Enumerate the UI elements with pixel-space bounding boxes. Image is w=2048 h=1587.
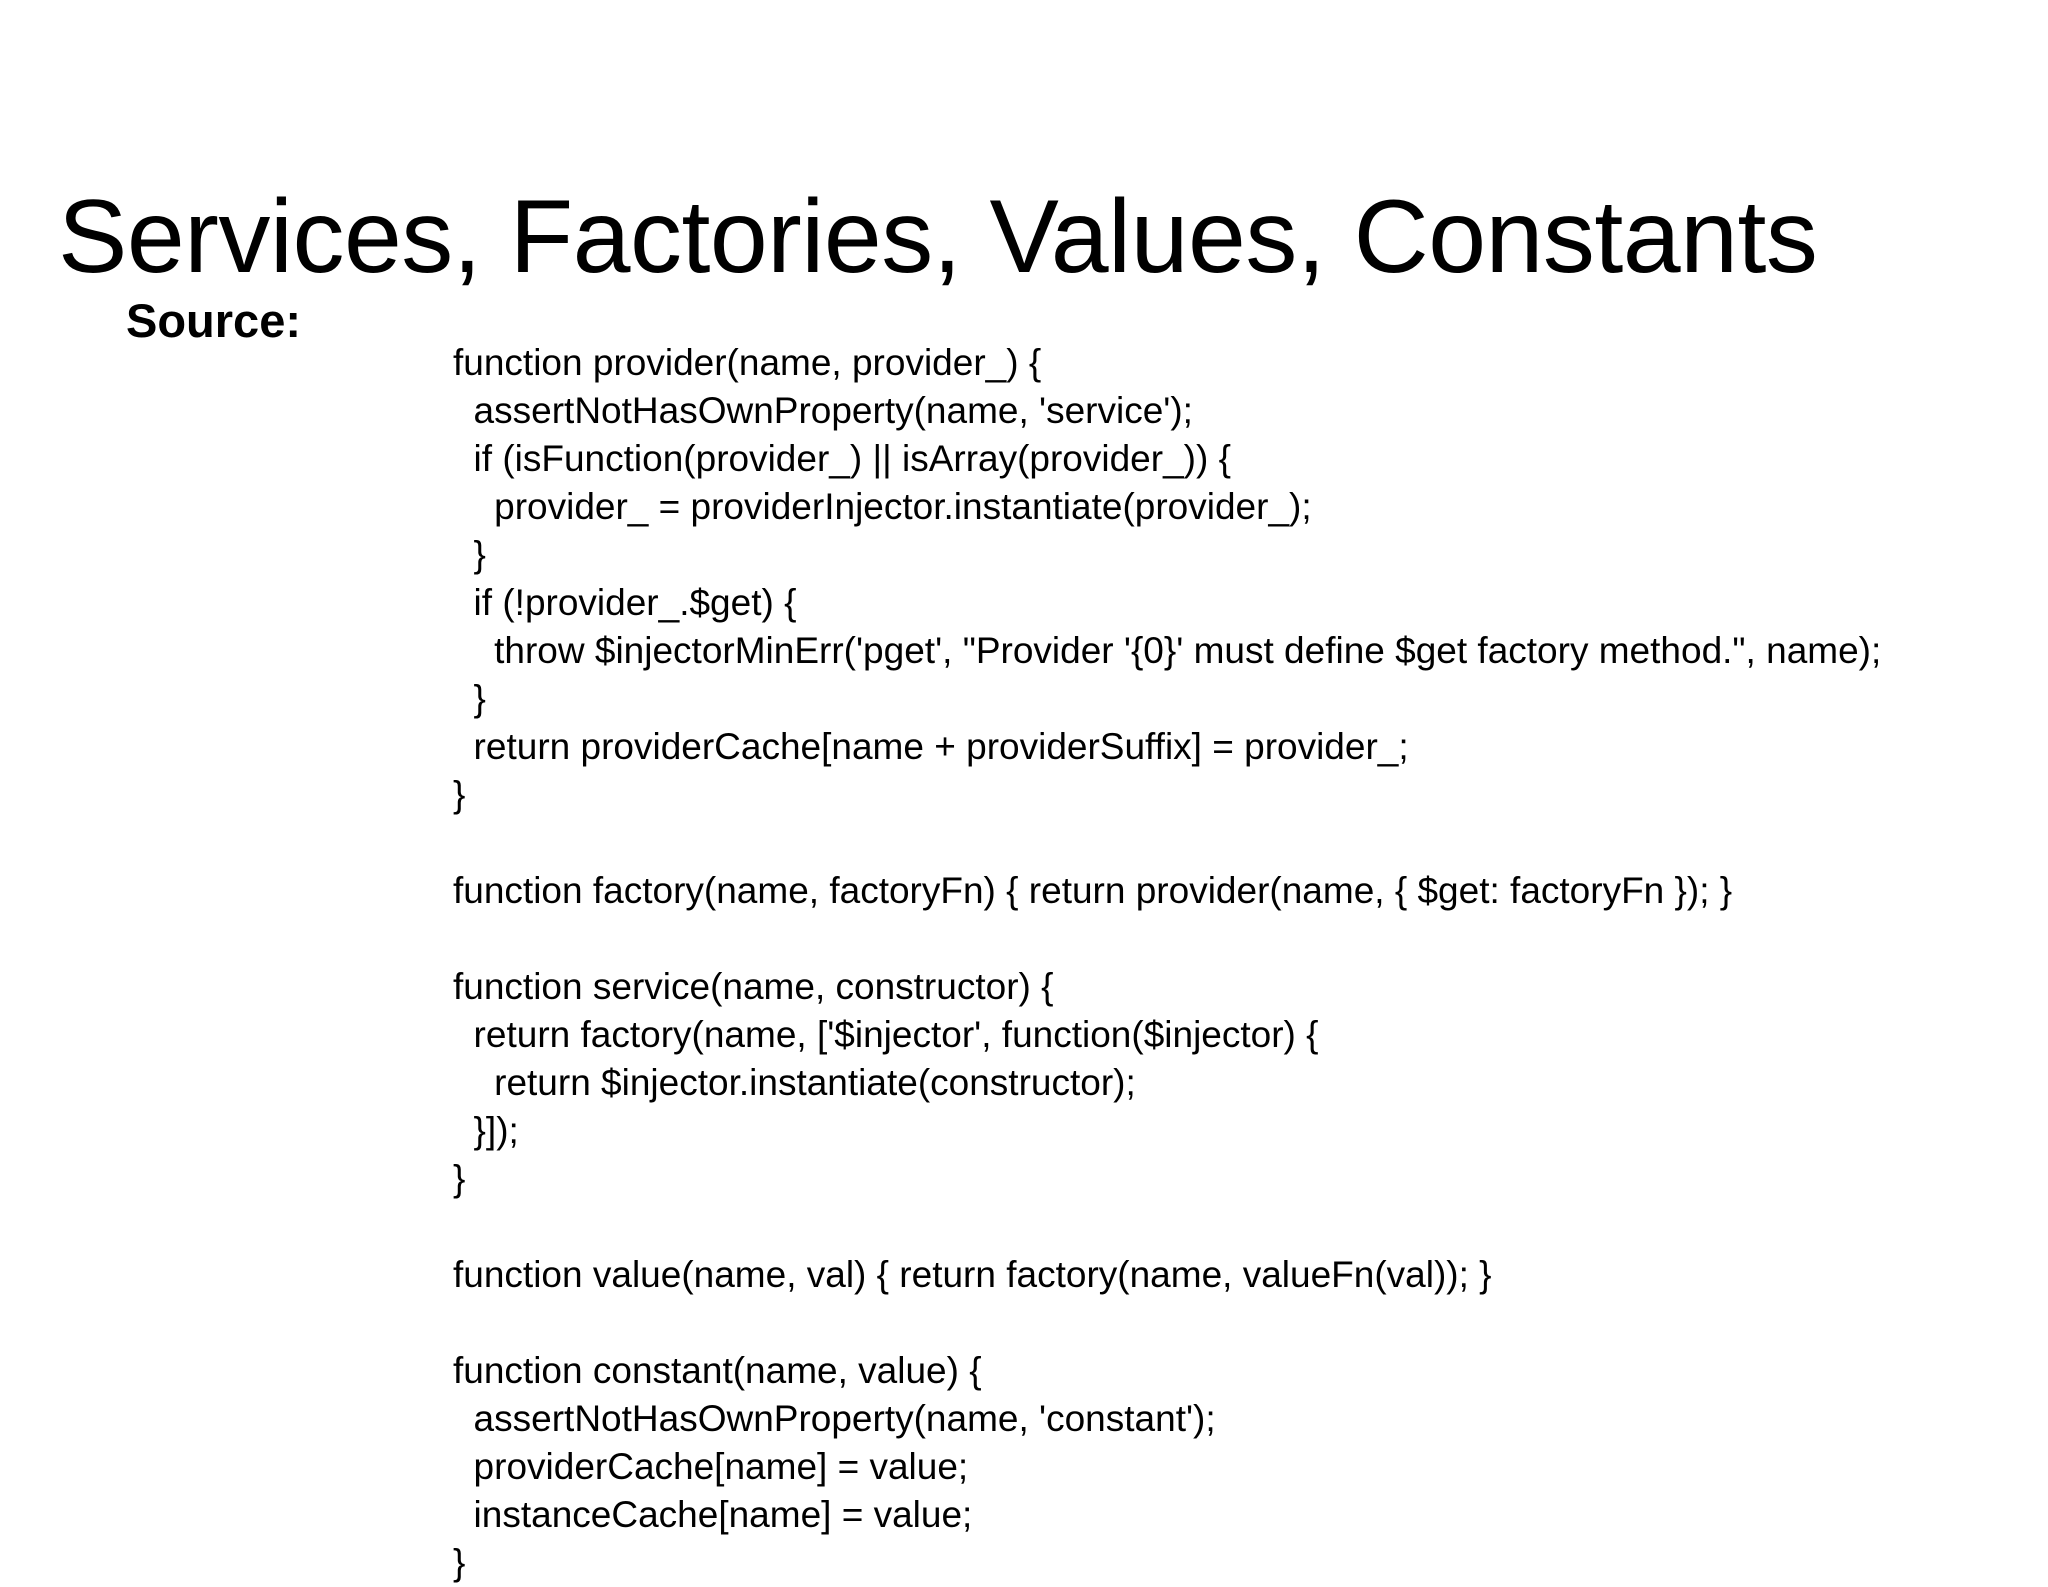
code-line: } [453, 678, 486, 719]
code-line: function provider(name, provider_) { [453, 342, 1042, 383]
code-line [453, 1203, 2048, 1251]
code-line: instanceCache[name] = value; [453, 1494, 973, 1535]
code-line: } [453, 1158, 466, 1199]
code-line: } [453, 774, 466, 815]
source-label: Source: [126, 294, 301, 347]
code-line [453, 1299, 2048, 1347]
slide-canvas: Services, Factories, Values, Constants S… [58, 178, 1882, 1583]
source-code-block: function provider(name, provider_) { ass… [453, 339, 2048, 1587]
page-title: Services, Factories, Values, Constants [58, 178, 1818, 295]
code-line: provider_ = providerInjector.instantiate… [453, 486, 1312, 527]
code-line: assertNotHasOwnProperty(name, 'constant'… [453, 1398, 1216, 1439]
code-line: function constant(name, value) { [453, 1350, 982, 1391]
code-line: return $injector.instantiate(constructor… [453, 1062, 1136, 1103]
code-line: throw $injectorMinErr('pget', "Provider … [453, 630, 1882, 671]
code-line: } [453, 1542, 466, 1583]
code-line [453, 915, 2048, 963]
code-line: if (isFunction(provider_) || isArray(pro… [453, 438, 1231, 479]
code-line: if (!provider_.$get) { [453, 582, 797, 623]
code-line: assertNotHasOwnProperty(name, 'service')… [453, 390, 1193, 431]
code-line: function service(name, constructor) { [453, 966, 1054, 1007]
code-line: providerCache[name] = value; [453, 1446, 969, 1487]
code-line: function factory(name, factoryFn) { retu… [453, 870, 1733, 911]
code-line [453, 819, 2048, 867]
code-line: }]); [453, 1110, 519, 1151]
code-line: } [453, 534, 486, 575]
code-line: function value(name, val) { return facto… [453, 1254, 1492, 1295]
code-line: return providerCache[name + providerSuff… [453, 726, 1409, 767]
code-line: return factory(name, ['$injector', funct… [453, 1014, 1319, 1055]
